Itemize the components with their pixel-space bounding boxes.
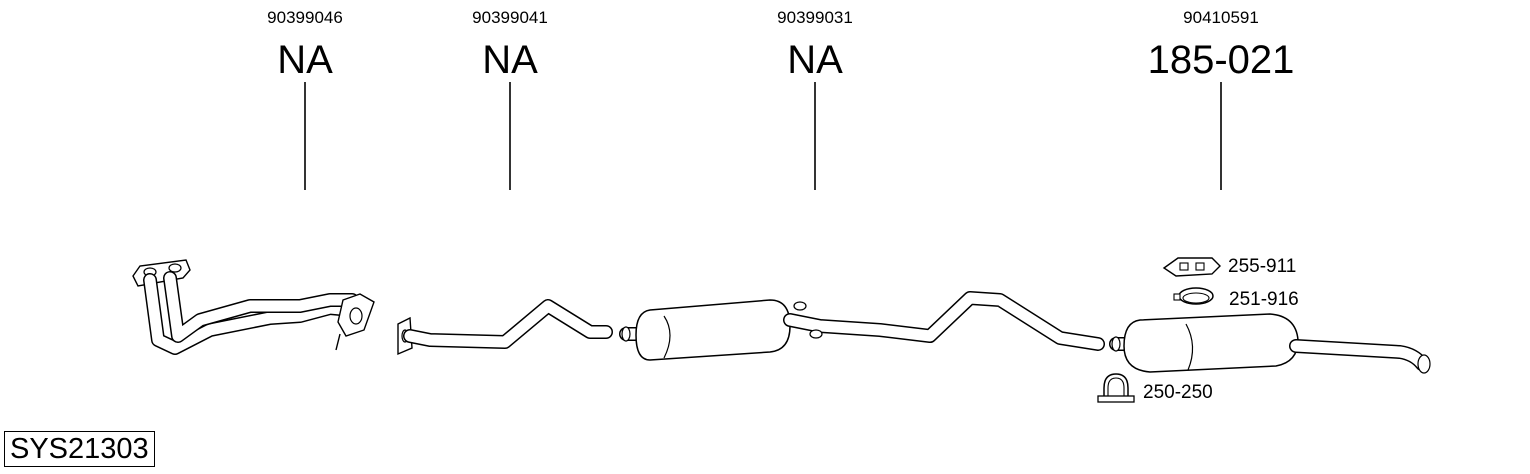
u-bolt-clamp-icon (1097, 373, 1135, 403)
system-code-box: SYS21303 (4, 431, 155, 467)
part-number-2: NA (482, 38, 538, 82)
front-pipe-manifold (132, 259, 375, 355)
oem-number-2: 90399041 (472, 8, 548, 27)
oem-number-3: 90399031 (777, 8, 853, 27)
accessory-label-3: 250-250 (1143, 382, 1213, 403)
oem-number-4: 90410591 (1183, 8, 1259, 27)
oem-number-1: 90399046 (267, 8, 343, 27)
part-number-4: 185-021 (1147, 38, 1295, 82)
accessory-label-1: 255-911 (1228, 256, 1297, 277)
rubber-hanger-icon (1162, 257, 1221, 277)
rear-muffler (1109, 313, 1431, 374)
part-number-1: NA (277, 38, 333, 82)
part-number-3: NA (787, 38, 843, 82)
accessory-label-2: 251-916 (1229, 289, 1299, 310)
intermediate-pipe (397, 299, 613, 356)
clamp-ring-icon (1173, 287, 1214, 305)
centre-muffler (619, 291, 1105, 361)
